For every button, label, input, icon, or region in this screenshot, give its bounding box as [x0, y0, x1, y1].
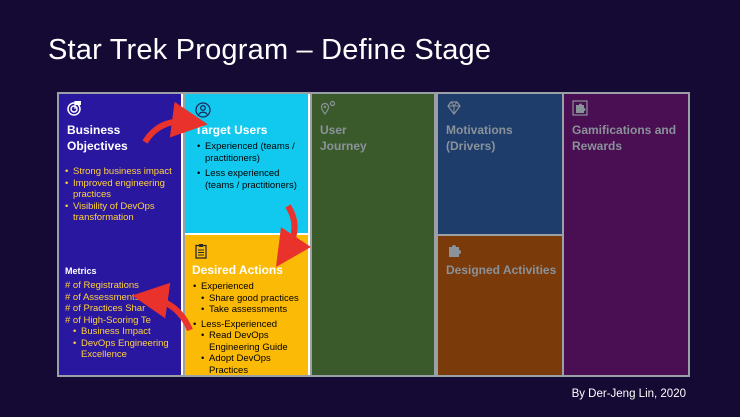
list-item: Less-Experienced	[193, 319, 308, 331]
user-journey-title: User Journey	[320, 123, 367, 153]
slide-title: Star Trek Program – Define Stage	[48, 34, 492, 66]
motivations-cell: Motivations (Drivers)	[438, 94, 562, 234]
user-journey-cell: User Journey	[312, 94, 436, 375]
list-item: # of Registrations	[65, 280, 139, 291]
puzzle-icon	[449, 245, 461, 257]
business-objectives-cell: Business Objectives Strong business impa…	[59, 94, 183, 375]
list-item: Take assessments	[193, 304, 308, 316]
puzzle-icon	[572, 100, 588, 116]
list-item: DevOps Engineering Excellence	[65, 338, 181, 361]
desired-actions-title: Desired Actions	[192, 263, 283, 277]
diamond-icon	[447, 101, 461, 115]
motivations-title: Motivations (Drivers)	[446, 123, 513, 153]
target-icon	[67, 101, 81, 116]
desired-actions-cell: Desired Actions Experienced Share good p…	[185, 235, 310, 375]
objectives-list: Strong business impact Improved engineer…	[65, 166, 181, 224]
list-item: Read DevOps Engineering Guide	[193, 330, 308, 353]
list-item: Business Impact	[65, 326, 181, 338]
target-users-title: Target Users	[195, 123, 268, 137]
list-item: Strong business impact	[65, 166, 181, 178]
list-item: Less experienced (teams / practitioners)	[197, 168, 308, 191]
metrics-list: # of Registrations # of Assessments # of…	[65, 280, 181, 361]
list-item: Experienced (teams / practitioners)	[197, 141, 308, 164]
gamifications-cell: Gamifications and Rewards	[564, 94, 688, 375]
map-pin-icon	[320, 100, 336, 115]
desired-actions-list: Experienced Share good practices Take as…	[193, 281, 308, 375]
target-users-cell: Target Users Experienced (teams / practi…	[185, 94, 310, 235]
list-item: Share good practices	[193, 293, 308, 305]
author-credit: By Der-Jeng Lin, 2020	[571, 388, 686, 400]
list-item: Adopt DevOps Practices	[193, 353, 308, 375]
list-item: Visibility of DevOps transformation	[65, 201, 181, 224]
canvas-board: Business Objectives Strong business impa…	[57, 92, 690, 377]
list-item: # of Practices Shar	[65, 303, 146, 314]
user-icon	[195, 102, 211, 118]
metrics-heading: Metrics	[65, 266, 97, 276]
target-users-list: Experienced (teams / practitioners) Less…	[197, 141, 308, 191]
business-objectives-title: Business Objectives	[67, 123, 128, 153]
list-item: Improved engineering practices	[65, 178, 181, 201]
list-item: # of Assessments	[65, 291, 140, 303]
list-item: Experienced	[193, 281, 308, 293]
gamifications-title: Gamifications and Rewards	[572, 123, 677, 153]
clipboard-icon	[195, 244, 207, 259]
designed-activities-title: Designed Activities	[446, 263, 557, 277]
designed-activities-cell: Designed Activities	[438, 236, 562, 375]
list-item: # of High-Scoring Te	[65, 314, 151, 326]
